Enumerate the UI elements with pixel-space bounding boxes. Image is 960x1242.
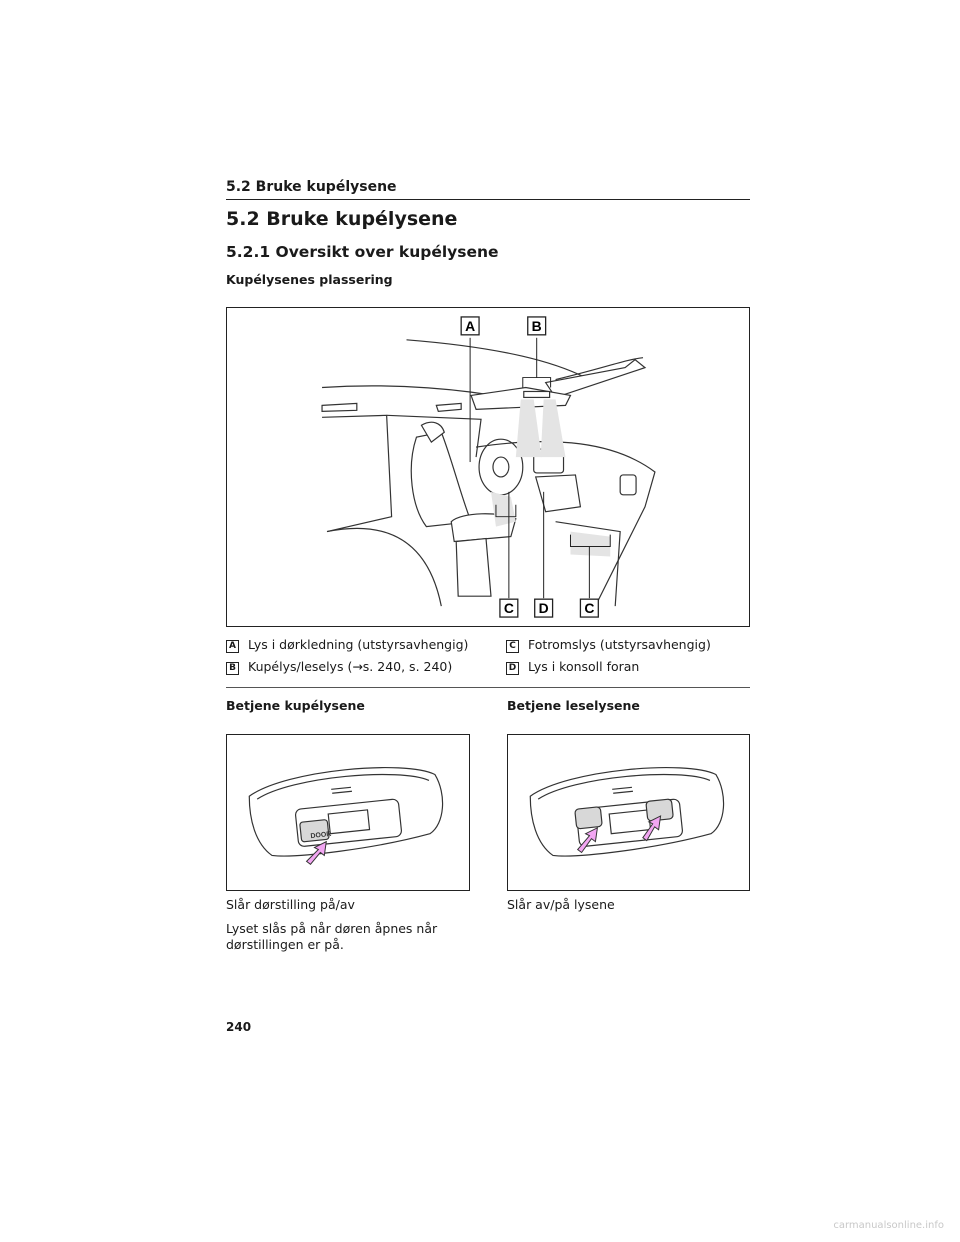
callout-c-left: C — [499, 598, 519, 618]
svg-text:D: D — [539, 600, 549, 616]
interior-lights-figure: A B C D C — [226, 307, 750, 627]
right-heading: Betjene leselysene — [507, 698, 640, 713]
door-switch-label: DOOR — [310, 831, 331, 840]
door-switch-figure: DOOR — [226, 734, 470, 891]
left-line1: Slår dørstilling på/av — [226, 897, 355, 912]
left-heading: Betjene kupélysene — [226, 698, 365, 713]
running-header: 5.2 Bruke kupélysene — [226, 179, 397, 195]
page-number: 240 — [226, 1020, 252, 1034]
svg-text:B: B — [532, 318, 542, 334]
callout-b: B — [527, 316, 547, 336]
press-arrow-left-icon — [576, 826, 599, 854]
callout-d: D — [534, 598, 554, 618]
watermark: carmanualsonline.info — [833, 1220, 944, 1231]
svg-text:C: C — [584, 600, 594, 616]
press-arrow-icon — [305, 840, 327, 866]
press-arrow-right-icon — [642, 815, 662, 842]
right-line1: Slår av/på lysene — [507, 897, 615, 912]
header-rule — [226, 199, 750, 200]
car-interior-illustration: A B C D C — [321, 316, 656, 618]
svg-text:C: C — [504, 600, 514, 616]
reading-light-figure — [507, 734, 750, 891]
callout-a: A — [460, 316, 480, 336]
section-title: 5.2 Bruke kupélysene — [226, 208, 458, 230]
left-line2: Lyset slås på når døren åpnes når dørsti… — [226, 921, 438, 952]
callout-c-right: C — [579, 598, 599, 618]
section-subtitle: 5.2.1 Oversikt over kupélysene — [226, 243, 499, 261]
svg-text:A: A — [465, 318, 475, 334]
figure-caption: Kupélysenes plassering — [226, 272, 393, 287]
section-divider — [226, 687, 750, 688]
